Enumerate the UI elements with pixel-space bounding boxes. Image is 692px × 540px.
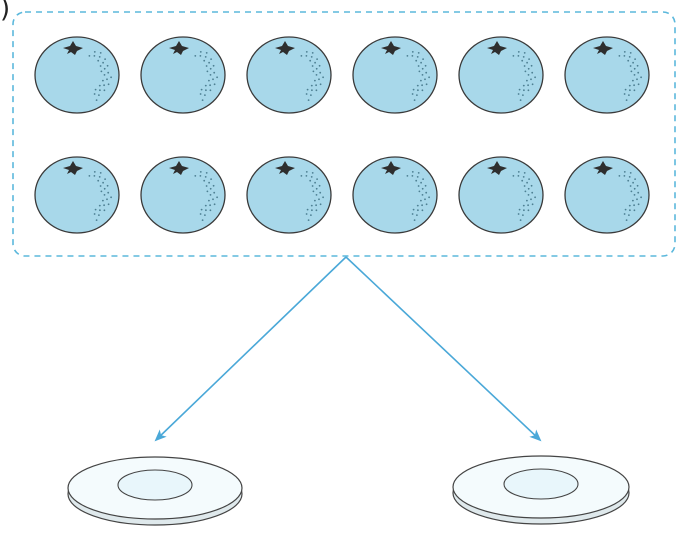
plate-right-center <box>503 468 579 500</box>
orange-container <box>12 11 676 257</box>
orange <box>564 36 650 114</box>
arrow-right <box>345 256 542 442</box>
orange <box>140 36 226 114</box>
oranges-group <box>34 36 650 234</box>
orange <box>458 156 544 234</box>
orange <box>352 156 438 234</box>
arrow-left <box>154 256 347 442</box>
orange <box>564 156 650 234</box>
orange <box>34 36 120 114</box>
orange <box>246 156 332 234</box>
plate-left <box>67 456 243 526</box>
orange <box>140 156 226 234</box>
orange <box>458 36 544 114</box>
orange <box>246 36 332 114</box>
plate-right <box>452 455 630 525</box>
orange <box>34 156 120 234</box>
problem-label: ) <box>0 0 11 24</box>
plate-left-center <box>117 469 193 501</box>
orange <box>352 36 438 114</box>
